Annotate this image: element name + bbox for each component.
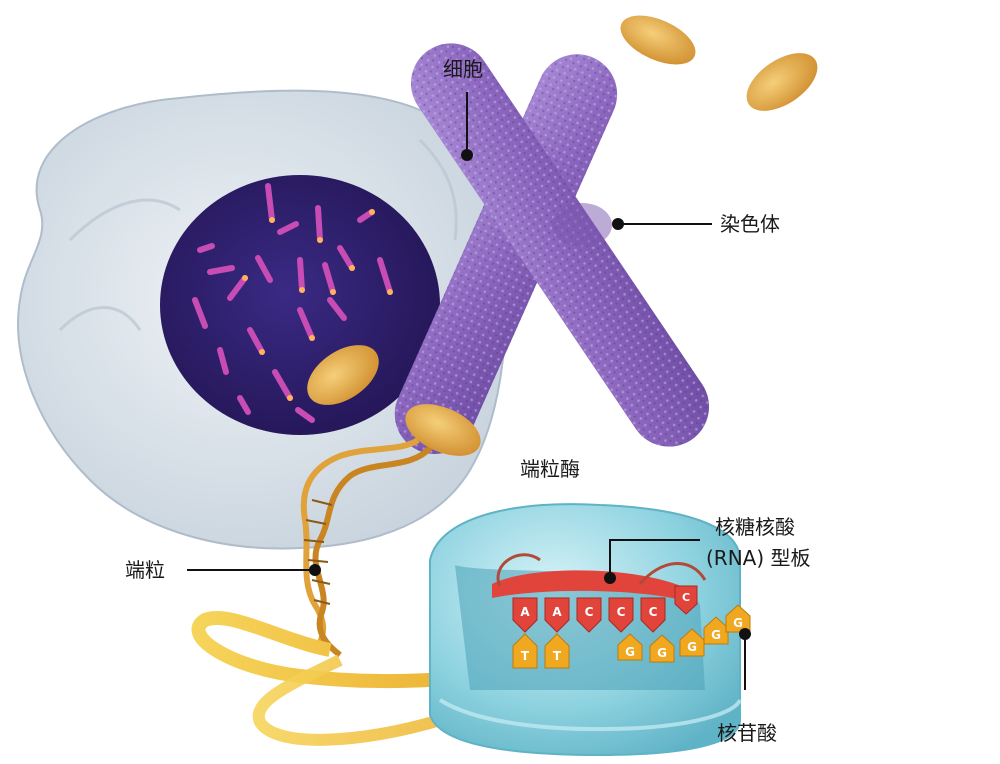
nucleotide-letter: G — [733, 616, 743, 630]
rna-base-letter: C — [682, 591, 690, 604]
label-telomere: 端粒 — [125, 558, 165, 582]
dna-base-letter: T — [521, 649, 530, 663]
rna-base: C — [674, 585, 698, 615]
rna-base-letter: A — [552, 605, 562, 619]
nucleus — [160, 175, 440, 435]
dna-base-letter: T — [553, 649, 562, 663]
telomere-caps — [307, 15, 818, 456]
nucleotide-letter: G — [625, 645, 635, 659]
rna-base: C — [640, 597, 666, 633]
rna-base: C — [576, 597, 602, 633]
new-nucleotides: G G G G G — [617, 604, 751, 663]
nucleotide-letter: G — [711, 628, 721, 642]
dot-rna-template — [604, 572, 616, 584]
rna-base-letter: C — [649, 605, 658, 619]
label-rna-template-line2: (RNA) 型板 — [706, 546, 811, 570]
nucleotide-letter: G — [657, 646, 667, 660]
rna-bases: A A C C C C — [512, 585, 698, 633]
label-telomerase: 端粒酶 — [520, 457, 580, 481]
nucleotide: G — [703, 616, 729, 645]
telomerase-enzyme — [429, 503, 742, 757]
dot-cell — [461, 149, 473, 161]
dna-base: T — [512, 633, 538, 669]
nucleotide: G — [649, 634, 675, 663]
nucleotide: G — [679, 628, 705, 657]
label-cell: 细胞 — [443, 57, 483, 81]
rna-base: A — [544, 597, 570, 633]
rna-base: A — [512, 597, 538, 633]
dot-nucleotide — [739, 628, 751, 640]
dna-paired-bases: T T — [512, 633, 570, 669]
rna-base: C — [608, 597, 634, 633]
rna-template-strand — [492, 553, 707, 602]
dot-telomere — [309, 564, 321, 576]
dna-base: T — [544, 633, 570, 669]
leader-lines — [187, 92, 746, 690]
label-nucleotide: 核苷酸 — [717, 721, 777, 745]
telomere-dna-helix — [300, 437, 433, 658]
label-chromosome: 染色体 — [720, 212, 780, 236]
nucleotide: G — [617, 633, 643, 661]
nucleotide-letter: G — [687, 640, 697, 654]
rna-base-letter: C — [617, 605, 626, 619]
leader-line-rna-template — [609, 539, 700, 575]
rna-base-letter: C — [585, 605, 594, 619]
chromosome — [394, 43, 710, 455]
rna-base-letter: A — [520, 605, 530, 619]
dot-chromosome — [612, 218, 624, 230]
leader-dots — [309, 149, 751, 640]
label-rna-template-line1: 核糖核酸 — [715, 515, 795, 539]
